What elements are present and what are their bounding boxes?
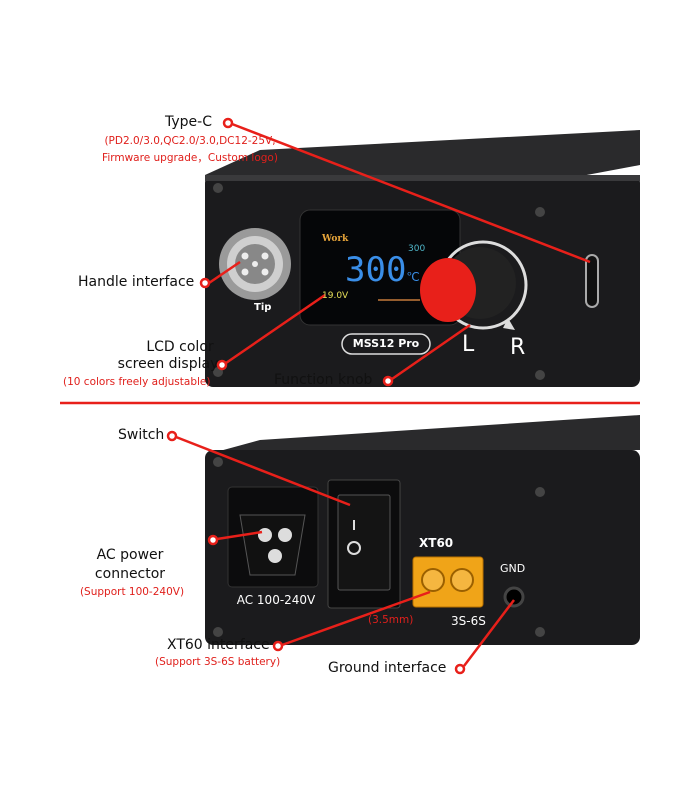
switch-title: Switch (118, 427, 165, 443)
screen-voltage: 19.0V (322, 291, 349, 301)
screen-set-temp: 300 (408, 244, 426, 254)
type-c-title: Type-C (165, 114, 212, 130)
screen-main-temp: 300℃ (345, 250, 420, 290)
device-top (205, 130, 640, 387)
knob-left-label: L (462, 332, 475, 357)
gnd-label: GND (500, 562, 526, 575)
ground-interface-title: Ground interface (328, 660, 447, 676)
ac-title-1: AC power (96, 547, 164, 563)
temp-unit: ℃ (406, 270, 420, 284)
callout-lines (166, 117, 591, 675)
function-knob-title: Function knob (274, 372, 373, 388)
tip-label: Tip (254, 302, 272, 313)
screen-mode: Work (322, 234, 349, 244)
main-temp-value: 300 (345, 250, 407, 290)
xt60-label: XT60 (419, 536, 454, 550)
lcd-title-2: screen display (117, 356, 219, 372)
xt60-note: (Support 3S-6S battery) (155, 656, 281, 668)
ac-note: (Support 100-240V) (79, 586, 185, 598)
type-c-note-1: (PD2.0/3.0,QC2.0/3.0,DC12-25V, (104, 135, 276, 147)
xt60-interface-title: XT60 interface (167, 637, 270, 653)
lcd-note: (10 colors freely adjustable) (63, 376, 211, 388)
model-label: MSS12 Pro (352, 337, 420, 350)
ac-voltage-label: AC 100-240V (236, 593, 316, 607)
type-c-note-2: Firmware upgrade，Custom logo) (102, 152, 278, 164)
device-bottom (205, 415, 640, 645)
battery-label: 3S-6S (451, 614, 486, 628)
lcd-title-1: LCD color (146, 339, 214, 355)
ground-note: (3.5mm) (368, 614, 414, 626)
ac-title-2: connector (94, 566, 166, 582)
handle-interface-title: Handle interface (78, 274, 195, 290)
knob-right-label: R (510, 335, 526, 360)
